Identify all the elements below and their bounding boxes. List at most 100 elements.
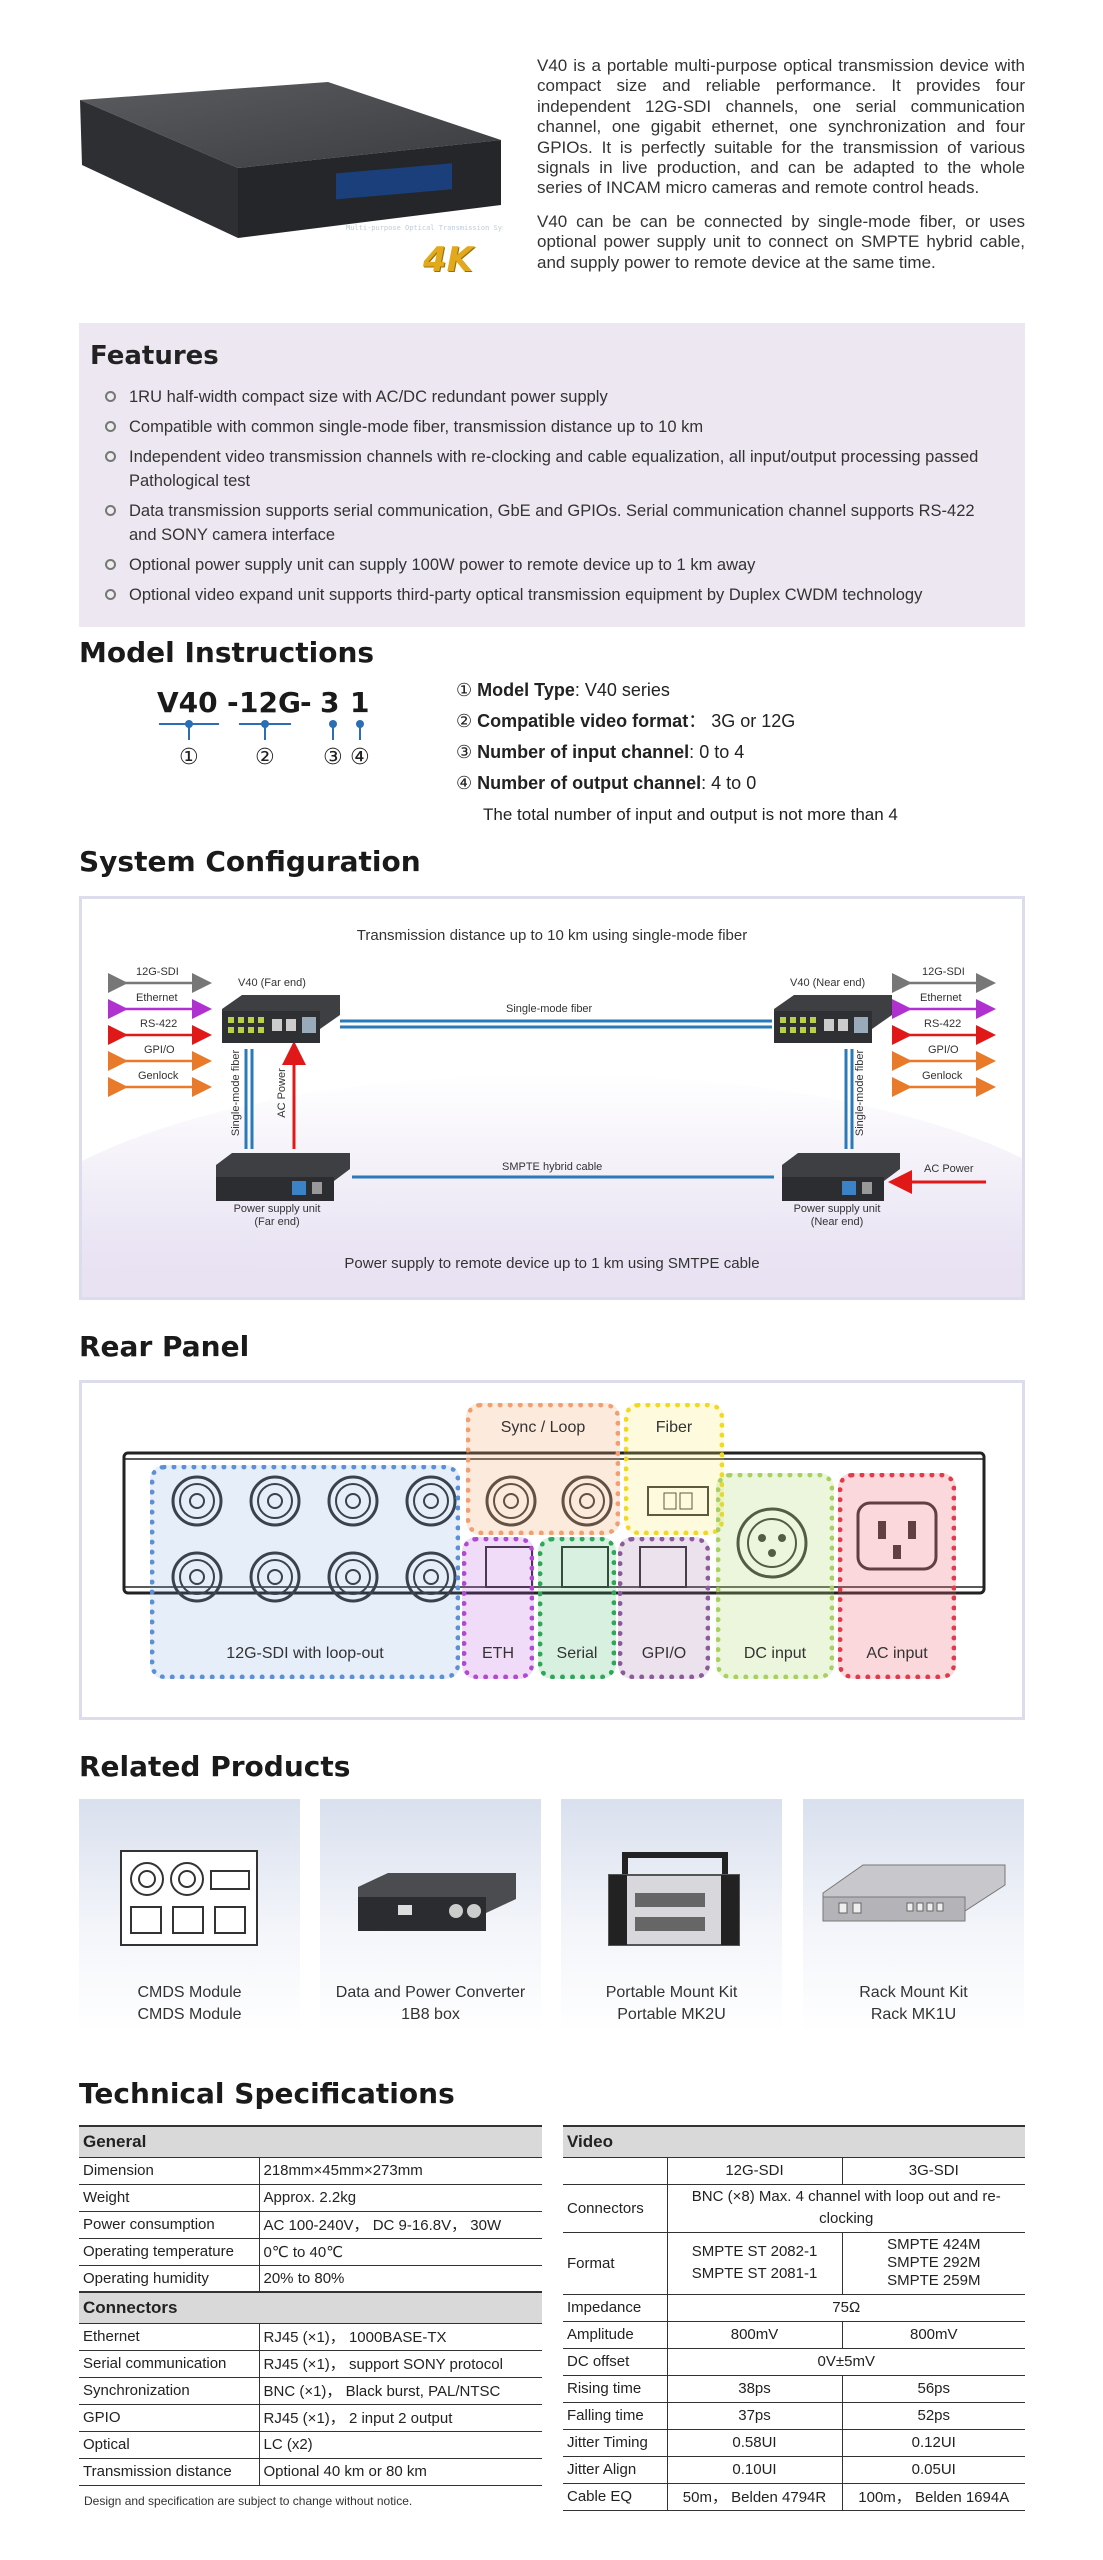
signal-label-right: Ethernet <box>920 992 962 1004</box>
vertical-ac-label: AC Power <box>276 1068 288 1118</box>
mk2u-image <box>608 1852 740 1946</box>
label-eth: ETH <box>482 1645 514 1662</box>
group-dc <box>716 1473 834 1679</box>
1b8-box-image <box>358 1873 516 1931</box>
group-gpio <box>618 1537 710 1679</box>
cmds-module-image <box>120 1850 258 1946</box>
hybrid-label: SMPTE hybrid cable <box>502 1161 603 1173</box>
table-cell: Connectors <box>563 2184 668 2233</box>
group-eth <box>462 1537 534 1679</box>
table-cell: 56ps <box>842 2375 1025 2403</box>
table-cell: 0.10UI <box>667 2456 843 2484</box>
system-diagram: Transmission distance up to 10 km using … <box>79 896 1025 1300</box>
rear-panel-chassis <box>122 1451 986 1603</box>
table-cell: 75Ω <box>667 2294 1025 2322</box>
table-cell: 0.12UI <box>842 2429 1025 2457</box>
table-cell: 38ps <box>667 2375 843 2403</box>
model-title: Model Instructions <box>79 636 375 669</box>
rear-title: Rear Panel <box>79 1330 250 1363</box>
label-sdi: 12G-SDI with loop-out <box>226 1645 384 1662</box>
table-cell: Optical <box>79 2431 260 2459</box>
video-header: Video <box>563 2125 1025 2158</box>
table-cell: 37ps <box>667 2402 843 2430</box>
right-signal-arrows <box>892 973 996 1097</box>
signal-label-right: RS-422 <box>924 1018 962 1030</box>
table-cell: Operating temperature <box>79 2238 260 2266</box>
table-cell: 100m， Belden 1694A <box>842 2483 1025 2511</box>
feature-item: Compatible with common single-mode fiber… <box>104 415 1004 439</box>
product-image: Multi-purpose Optical Transmission Syste… <box>78 80 519 285</box>
table-cell: 3G-SDI <box>842 2157 1025 2185</box>
table-cell: RJ45 (×1)， 1000BASE-TX <box>259 2323 542 2351</box>
model-code-part: 3 <box>320 686 340 719</box>
table-row: Connectors <box>79 2291 542 2324</box>
signal-label-right: GPI/O <box>928 1044 959 1056</box>
marker-1: ① <box>179 744 199 769</box>
feature-item: Optional video expand unit supports thir… <box>104 583 1004 607</box>
table-cell: RJ45 (×1)， support SONY protocol <box>259 2350 542 2378</box>
table-cell: Transmission distance <box>79 2458 260 2486</box>
v40-far-end-device <box>222 995 340 1043</box>
features-panel: Features 1RU half-width compact size wit… <box>79 323 1025 627</box>
table-cell: 0℃ to 40℃ <box>259 2238 542 2266</box>
table-cell: Jitter Timing <box>563 2429 668 2457</box>
table-cell: 50m， Belden 4794R <box>667 2483 843 2511</box>
table-cell: 52ps <box>842 2402 1025 2430</box>
device-illustration: Multi-purpose Optical Transmission Syste… <box>80 82 519 238</box>
diagram-svg <box>108 973 996 1201</box>
group-sync <box>466 1403 620 1535</box>
model-legend: ① Model Type: V40 series ② Compatible vi… <box>456 675 1016 830</box>
table-cell: Impedance <box>563 2294 668 2322</box>
bnc-connectors <box>171 1475 613 1603</box>
4k-badge: 4K <box>423 240 474 280</box>
table-cell: Serial communication <box>79 2350 260 2378</box>
vertical-fiber-label-left: Single-mode fiber <box>230 1049 242 1137</box>
dc-xlr-connector <box>736 1507 808 1579</box>
connectors-header: Connectors <box>79 2291 542 2324</box>
group-serial <box>538 1537 616 1679</box>
table-cell: Jitter Align <box>563 2456 668 2484</box>
system-title: System Configuration <box>79 845 421 878</box>
features-title: Features <box>90 341 219 371</box>
table-cell: Optional 40 km or 80 km <box>259 2458 542 2486</box>
psu-near-label: Power supply unit(Near end) <box>793 1203 881 1228</box>
psu-near-end-device <box>782 1153 900 1201</box>
features-list: 1RU half-width compact size with AC/DC r… <box>104 385 1004 607</box>
model-code-part: 1 <box>350 686 370 719</box>
model-line: ① Model Type: V40 series <box>456 680 670 700</box>
near-end-label: V40 (Near end) <box>790 977 866 989</box>
group-fiber <box>624 1403 724 1535</box>
table-cell: 20% to 80% <box>259 2265 542 2293</box>
signal-label-left: Ethernet <box>136 992 178 1004</box>
label-dc: DC input <box>743 1645 807 1662</box>
ac-iec-connector <box>856 1501 938 1571</box>
psu-far-end-device <box>216 1153 350 1201</box>
group-ac <box>838 1473 956 1679</box>
far-end-label: V40 (Far end) <box>238 977 306 989</box>
model-line: ③ Number of input channel: 0 to 4 <box>456 742 745 762</box>
specs-title: Technical Specifications <box>79 2077 455 2110</box>
label-serial: Serial <box>556 1645 598 1662</box>
table-cell: Operating humidity <box>79 2265 260 2293</box>
table-cell: AC 100-240V， DC 9-16.8V， 30W <box>259 2211 542 2239</box>
